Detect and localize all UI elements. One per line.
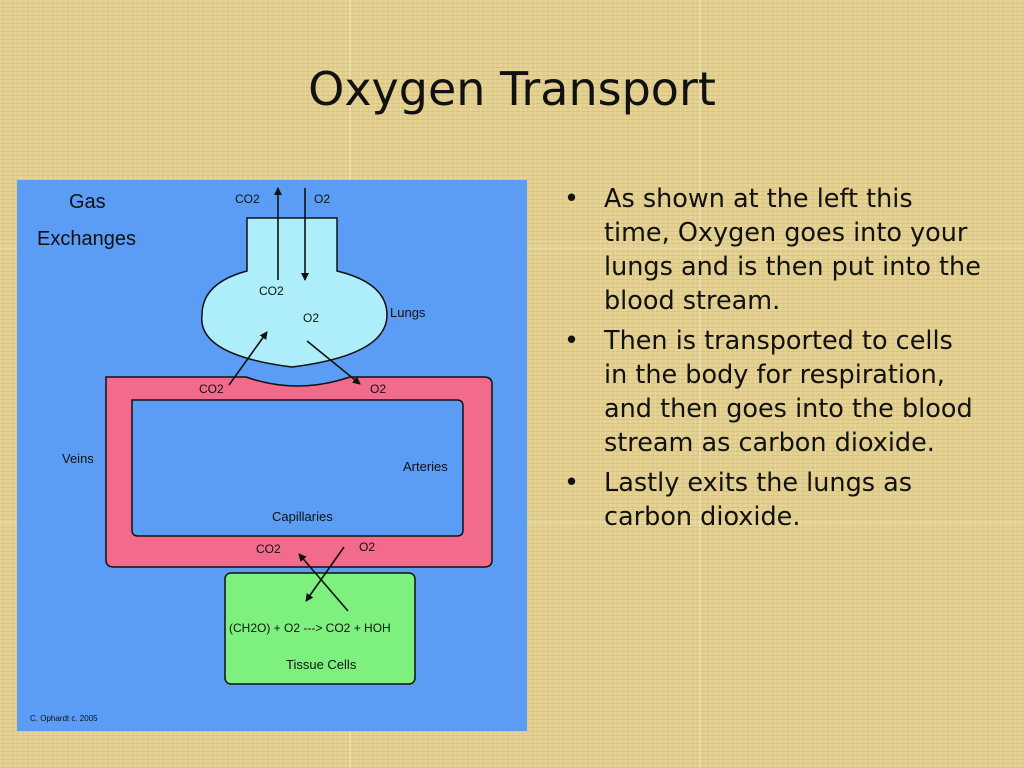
arrow-o2-to-tissue: [305, 546, 345, 602]
blood-vessel-loop: [105, 376, 493, 568]
arrow-co2-to-lungs: [228, 331, 268, 386]
upper-o2-label: O2: [370, 382, 386, 396]
upper-co2-label: CO2: [199, 382, 224, 396]
lungs-o2-label: O2: [303, 311, 319, 325]
veins-label: Veins: [62, 451, 94, 466]
bullet-item: • Then is transported to cells in the bod…: [562, 324, 982, 460]
bullet-item: • As shown at the left this time, Oxygen …: [562, 182, 982, 318]
bullet-text: Lastly exits the lungs as carbon dioxide…: [604, 468, 913, 532]
diagram-credit: C. Ophardt c. 2005: [30, 714, 98, 723]
heading-exchanges: Exchanges: [37, 228, 136, 250]
bullet-text: As shown at the left this time, Oxygen g…: [604, 184, 981, 316]
diagram-svg: Gas Exchanges CO2 O2 CO2 O2 Lungs CO2 O2…: [17, 180, 527, 731]
top-o2-label: O2: [314, 192, 330, 206]
heading-gas: Gas: [69, 191, 106, 213]
bullet-icon: •: [564, 184, 580, 214]
tissue-cells-label: Tissue Cells: [286, 657, 357, 672]
capillaries-label: Capillaries: [272, 509, 333, 524]
tissue-cells-box: [224, 572, 416, 685]
bullet-icon: •: [564, 326, 580, 356]
top-co2-label: CO2: [235, 192, 260, 206]
bullet-icon: •: [564, 468, 580, 498]
lungs-shape: [201, 217, 388, 368]
arteries-label: Arteries: [403, 459, 448, 474]
respiration-equation: (CH2O) + O2 ---> CO2 + HOH: [229, 621, 391, 635]
bullet-list: • As shown at the left this time, Oxygen …: [562, 182, 982, 540]
gas-exchange-diagram: Gas Exchanges CO2 O2 CO2 O2 Lungs CO2 O2…: [17, 180, 527, 731]
lower-o2-label: O2: [359, 540, 375, 554]
lower-co2-label: CO2: [256, 542, 281, 556]
bullet-item: • Lastly exits the lungs as carbon dioxid…: [562, 466, 982, 534]
lungs-co2-label: CO2: [259, 284, 284, 298]
bullet-text: Then is transported to cells in the body…: [604, 326, 973, 458]
arrow-o2-to-blood: [306, 340, 361, 385]
slide-title: Oxygen Transport: [308, 62, 716, 116]
lungs-label: Lungs: [390, 305, 426, 320]
arrow-co2-to-blood: [298, 553, 349, 612]
